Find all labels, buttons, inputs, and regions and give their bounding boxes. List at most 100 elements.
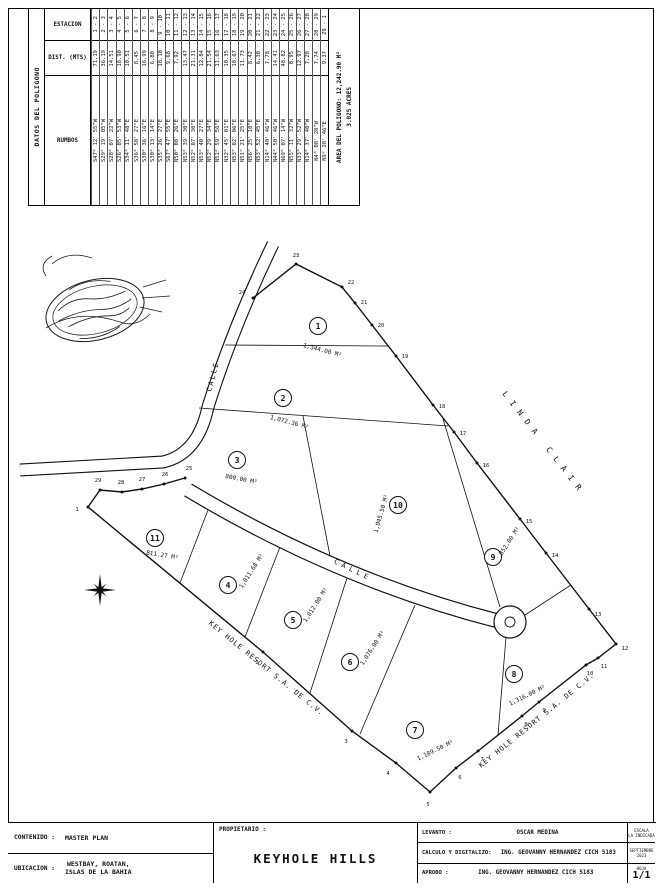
station-label: 29 <box>95 478 102 484</box>
cell-dist: 8.45 <box>132 41 141 76</box>
ubicacion-label: UBICACION : <box>14 864 55 872</box>
lot-6: 6 1,076.00 M² <box>341 630 387 671</box>
lot-7: 7 1,189.50 M² <box>406 721 455 763</box>
lot-number: 10 <box>393 501 403 510</box>
cell-dist: 10.51 <box>124 41 132 76</box>
table-row: 29 - 1 9.37 N9° 28' 46"E <box>320 9 329 205</box>
station-label: 21 <box>361 300 368 306</box>
table-row: 19 - 20 11.73 N51° 21' 25"E <box>238 9 247 205</box>
cell-estacion: 20 - 21 <box>247 9 255 41</box>
station-label: 19 <box>402 354 409 360</box>
lot-number-circle <box>146 529 164 547</box>
cell-estacion: 26 - 27 <box>296 9 304 41</box>
table-row: 13 - 14 21.31 N52° 07' 30"E <box>189 9 198 205</box>
lot-5: 5 1,012.00 M² <box>284 587 330 629</box>
neighbor-label-keyhole-sw: KEY HOLE RESORT S.A. DE C.V. <box>207 619 326 717</box>
cell-dist: 8.42 <box>247 41 255 76</box>
station-label: 8 <box>524 722 527 728</box>
table-row: 8 - 9 6.80 S30° 13' 14"E <box>148 9 157 205</box>
station-label: 20 <box>378 323 385 329</box>
cell-estacion: 2 - 3 <box>100 9 108 41</box>
station-label: 6 <box>458 775 461 781</box>
table-row: 25 - 26 8.95 N55° 11' 32"W <box>287 9 296 205</box>
cell-estacion: 9 - 10 <box>157 9 165 41</box>
cell-rumbo: N51° 59' 56"E <box>215 118 222 163</box>
lot-number-circle <box>484 548 502 566</box>
hoja-cell: HOJA 1/1 <box>628 864 655 883</box>
cell-dist: 18.18 <box>157 41 165 76</box>
cell-dist: 21.31 <box>190 41 198 76</box>
cell-dist: 12.84 <box>198 41 206 76</box>
contenido-value: MASTER PLAN <box>64 833 109 842</box>
lot-area: 1,076.00 M² <box>359 630 387 667</box>
cell-estacion: 23 - 24 <box>272 9 280 41</box>
hoja-label: HOJA <box>636 865 647 871</box>
header-rumbos: RUMBOS <box>57 137 78 144</box>
header-estacion: ESTACION <box>45 9 90 41</box>
cell-estacion: 16 - 17 <box>214 9 222 41</box>
title-block-owner: PROPIETARIO : KEYHOLE HILLS <box>214 823 418 883</box>
table-row: 22 - 23 7.78 N14° 48' 46"W <box>262 9 272 205</box>
propietario-value: KEYHOLE HILLS <box>253 850 378 866</box>
polygon-area-strip: AREA DEL POLIGONO: 12,242.90 M² 3.025 AC… <box>328 9 359 205</box>
cul-de-sac <box>493 605 527 639</box>
table-row: 26 - 27 12.97 N33° 29' 52"W <box>295 9 304 205</box>
lot-4: 4 1,011.68 M² <box>219 553 266 594</box>
lot-number-circle <box>389 496 407 514</box>
station-label: 16 <box>483 463 490 469</box>
cell-estacion: 27 - 28 <box>304 9 313 41</box>
table-row: 16 - 17 11.63 N51° 59' 56"E <box>213 9 222 205</box>
lot-number-circle <box>309 317 327 335</box>
escala-label: ESCALA <box>634 827 649 833</box>
cell-estacion: 12 - 13 <box>182 9 190 41</box>
calculo-value: ING. GEOVANNY HERNANDEZ CICH 5183 <box>500 849 616 856</box>
cell-estacion: 15 - 16 <box>206 9 214 41</box>
lot-number: 11 <box>150 534 160 543</box>
station-label: 26 <box>162 472 169 478</box>
fecha-line1: SEPTIEMBRE <box>629 847 654 853</box>
table-row: 4 - 5 16.90 S26° 05' 53"W <box>115 9 124 205</box>
cell-rumbo: N44° 50' 46"W <box>272 118 279 163</box>
ubicacion-line2: ISLAS DE LA BAHIA <box>64 868 132 877</box>
cell-dist: 9.37 <box>321 41 329 76</box>
station-label: 9 <box>542 708 545 714</box>
lot-number-circle <box>228 451 246 469</box>
cell-dist: 21.54 <box>206 41 214 76</box>
table-row: 17 - 18 10.35 N32° 45' 01"E <box>222 9 231 205</box>
neighbor-label-linda-clair: LINDA CLAIR <box>500 389 587 497</box>
table-row: 14 - 15 12.84 N53° 40' 27"E <box>197 9 206 205</box>
table-row: 2 - 3 36.19 S29° 19' 05"W <box>99 9 108 205</box>
cell-estacion: 24 - 25 <box>280 9 288 41</box>
cell-rumbo: S29° 19' 05"W <box>100 118 107 163</box>
title-block-credits: LEVANTO : OSCAR MEDINA CALCULO Y DIGITAL… <box>418 823 628 883</box>
cell-estacion: 21 - 22 <box>255 9 263 41</box>
cell-rumbo: N4° 08' 28"W <box>313 120 320 161</box>
station-label: 23 <box>293 253 300 259</box>
cell-dist: 7.92 <box>173 41 182 76</box>
lot-number: 4 <box>226 581 231 590</box>
cell-estacion: 6 - 7 <box>132 9 141 41</box>
north-arrow-icon <box>84 574 116 606</box>
lot-area: 1,316.00 M² <box>508 684 547 708</box>
lot-number: 5 <box>291 616 296 625</box>
aprobo-value: ING. GEOVANNY HERNANDEZ CICH 5183 <box>478 870 594 877</box>
cell-rumbo: N53° 40' 27"E <box>199 118 206 163</box>
station-label: 2 <box>255 660 258 666</box>
escala-value: LA INDICADA <box>628 832 655 838</box>
cell-dist: 13.47 <box>182 41 190 76</box>
table-row: 12 - 13 13.47 N53° 39' 30"E <box>181 9 190 205</box>
lot-area: 1,189.50 M² <box>416 739 455 763</box>
cell-rumbo: N69° 07' 14"W <box>280 118 287 163</box>
cell-rumbo: S35° 26' 27"E <box>158 118 165 163</box>
calculo-row: CALCULO Y DIGITALIZO: ING. GEOVANNY HERN… <box>418 843 627 864</box>
cell-rumbo: N56° 25' 10"E <box>248 118 255 163</box>
cell-estacion: 10 - 11 <box>165 9 173 41</box>
cell-rumbo: S30° 13' 14"E <box>149 118 156 163</box>
cell-estacion: 29 - 1 <box>321 9 329 41</box>
lot-area: 852.00 M² <box>498 526 522 557</box>
cell-estacion: 28 - 29 <box>313 9 321 41</box>
cell-rumbo: N53° 52' 45"E <box>256 118 263 163</box>
table-row: 23 - 24 14.41 N44° 50' 46"W <box>271 9 280 205</box>
aprobo-label: APROBO : <box>422 870 449 877</box>
cell-dist: 14.41 <box>272 41 280 76</box>
